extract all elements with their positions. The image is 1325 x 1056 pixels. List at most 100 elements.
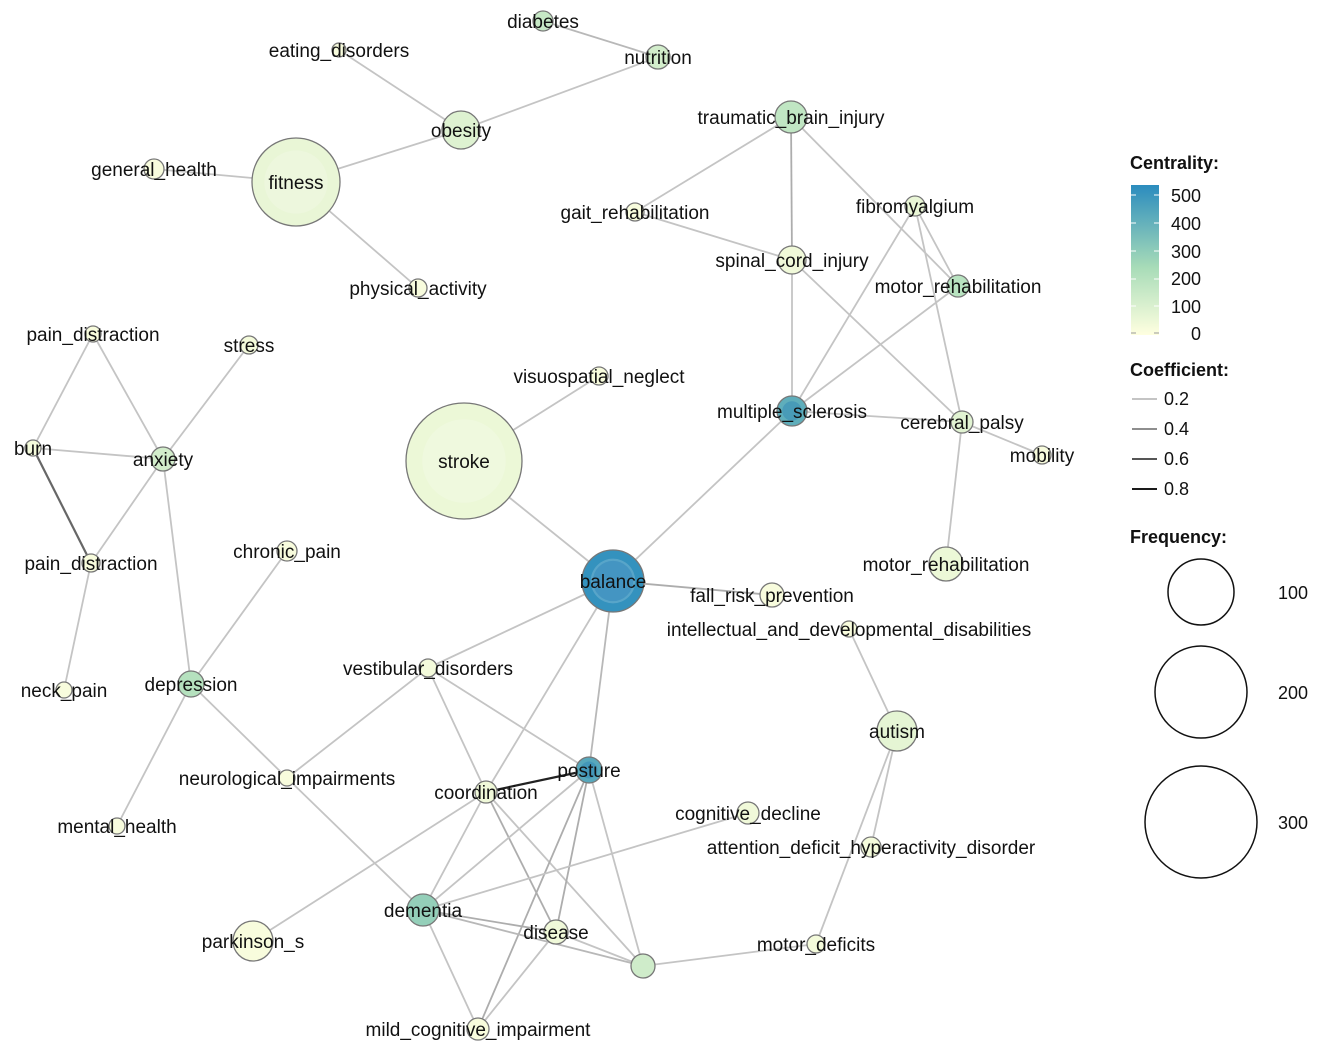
node-label-disease: disease <box>523 923 589 944</box>
node-fall_risk_prevention[interactable] <box>759 582 785 608</box>
node-general_health[interactable] <box>143 158 165 180</box>
node-label-intellectual_and_developmental_disabilities: intellectual_and_developmental_disabilit… <box>667 620 1031 641</box>
node-neck_pain[interactable] <box>55 681 73 699</box>
edge-traumatic_brain_injury-spinal_cord_injury <box>790 116 793 261</box>
node-stroke[interactable] <box>405 402 523 520</box>
node-multiple_sclerosis-core <box>782 401 802 421</box>
node-mental_health[interactable] <box>108 817 126 835</box>
edge-unlabeled_hub-motor_deficits <box>642 943 817 967</box>
edge-autism-motor_deficits <box>815 730 898 945</box>
edge-vestibular_disorders-neurological_impairments <box>286 667 429 779</box>
node-label-fitness: fitness <box>269 173 324 194</box>
node-anxiety[interactable] <box>150 446 176 472</box>
node-label-nutrition: nutrition <box>624 48 692 69</box>
node-label-eating_disorders: eating_disorders <box>269 41 409 62</box>
edge-burn-anxiety <box>32 447 164 460</box>
frequency-circle-100 <box>1167 558 1235 626</box>
centrality-legend: Centrality: 500 400 300 200 100 0 <box>1130 153 1219 344</box>
node-coordination[interactable] <box>474 780 498 804</box>
edge-burn-pain_distraction_2 <box>32 447 92 564</box>
node-motor_rehabilitation_2[interactable] <box>928 546 964 582</box>
edge-dementia-mild_cognitive_impairment <box>422 909 479 1030</box>
node-depression[interactable] <box>177 670 205 698</box>
node-posture[interactable] <box>575 756 603 784</box>
node-diabetes[interactable] <box>532 10 554 32</box>
edge-dementia-disease <box>422 909 557 933</box>
edge-chronic_pain-depression <box>190 550 288 685</box>
edge-traumatic_brain_injury-motor_rehabilitation_1 <box>790 116 959 287</box>
node-visuospatial_neglect[interactable] <box>589 366 609 386</box>
node-mobility[interactable] <box>1032 445 1052 465</box>
edge-posture-unlabeled_hub <box>588 769 644 967</box>
node-obesity[interactable] <box>441 110 481 150</box>
node-parkinson_s[interactable] <box>232 920 274 962</box>
edge-cognitive_decline-dementia <box>422 812 749 911</box>
centrality-tick-label: 500 <box>1171 186 1201 206</box>
edge-coordination-dementia <box>422 791 487 911</box>
node-physical_activity[interactable] <box>408 278 428 298</box>
node-label-parkinson_s: parkinson_s <box>202 932 304 953</box>
edge-cerebral_palsy-motor_rehabilitation_2 <box>945 421 963 565</box>
node-intellectual_and_developmental_disabilities[interactable] <box>840 620 858 638</box>
coefficient-tick-label: 0.8 <box>1164 479 1189 499</box>
node-gait_rehabilitation[interactable] <box>625 202 645 222</box>
edge-eating_disorders-obesity <box>338 49 462 131</box>
centrality-tick-label: 100 <box>1171 297 1201 317</box>
node-pain_distraction_2[interactable] <box>81 553 101 573</box>
node-label-stroke: stroke <box>438 452 490 473</box>
node-unlabeled_hub[interactable] <box>630 953 656 979</box>
node-posture-core <box>580 761 598 779</box>
node-label-chronic_pain: chronic_pain <box>233 542 341 563</box>
frequency-circle-200 <box>1154 645 1248 739</box>
node-motor_deficits[interactable] <box>806 934 826 954</box>
node-label-fall_risk_prevention: fall_risk_prevention <box>690 586 854 607</box>
node-burn[interactable] <box>24 439 42 457</box>
edge-posture-dementia <box>422 769 590 911</box>
node-balance[interactable] <box>581 549 645 613</box>
node-label-neurological_impairments: neurological_impairments <box>179 769 396 790</box>
node-multiple_sclerosis[interactable] <box>776 395 808 427</box>
node-dementia[interactable] <box>406 893 440 927</box>
edge-pain_distraction_1-burn <box>32 333 94 449</box>
node-fitness[interactable] <box>251 137 341 227</box>
node-label-spinal_cord_injury: spinal_cord_injury <box>715 251 869 272</box>
edge-pain_distraction_1-anxiety <box>92 333 164 460</box>
coefficient-legend: Coefficient: 0.2 0.4 0.6 0.8 <box>1130 360 1229 499</box>
node-label-posture: posture <box>557 761 620 782</box>
node-cognitive_decline[interactable] <box>736 801 760 825</box>
node-spinal_cord_injury[interactable] <box>777 245 807 275</box>
node-label-burn: burn <box>14 439 52 460</box>
node-pain_distraction_1[interactable] <box>84 325 102 343</box>
edge-cerebral_palsy-mobility <box>961 421 1043 456</box>
node-stroke-highlight <box>422 419 506 503</box>
node-eating_disorders[interactable] <box>331 42 347 58</box>
node-disease[interactable] <box>543 919 569 945</box>
edge-coordination-posture <box>485 768 590 794</box>
frequency-tick-label: 300 <box>1278 813 1308 833</box>
node-balance-highlight <box>590 558 636 604</box>
node-vestibular_disorders[interactable] <box>418 658 438 678</box>
edge-neurological_impairments-dementia <box>286 777 424 911</box>
node-label-neck_pain: neck_pain <box>21 681 108 702</box>
edge-coordination-unlabeled_hub <box>485 791 644 967</box>
edge-multiple_sclerosis-balance <box>612 410 793 582</box>
node-motor_rehabilitation_1[interactable] <box>946 274 970 298</box>
node-autism[interactable] <box>876 710 918 752</box>
legend: Centrality: 500 400 300 200 100 0 <box>1130 153 1308 879</box>
node-nutrition[interactable] <box>645 44 671 70</box>
node-neurological_impairments[interactable] <box>278 769 296 787</box>
edge-motor_rehabilitation_1-multiple_sclerosis <box>791 285 959 412</box>
node-chronic_pain[interactable] <box>276 540 298 562</box>
edge-depression-neurological_impairments <box>190 683 288 779</box>
node-label-gait_rehabilitation: gait_rehabilitation <box>561 203 710 224</box>
node-cerebral_palsy[interactable] <box>950 410 974 434</box>
node-traumatic_brain_injury[interactable] <box>774 100 808 134</box>
node-attention_deficit_hyperactivity_disorder[interactable] <box>860 836 882 858</box>
node-stress[interactable] <box>239 335 259 355</box>
node-label-pain_distraction_2: pain_distraction <box>24 554 157 575</box>
node-mild_cognitive_impairment[interactable] <box>466 1017 490 1041</box>
node-label-multiple_sclerosis: multiple_sclerosis <box>717 402 867 423</box>
node-fibromyalgium[interactable] <box>904 195 926 217</box>
edge-multiple_sclerosis-cerebral_palsy <box>791 410 963 423</box>
node-label-anxiety: anxiety <box>133 450 194 471</box>
